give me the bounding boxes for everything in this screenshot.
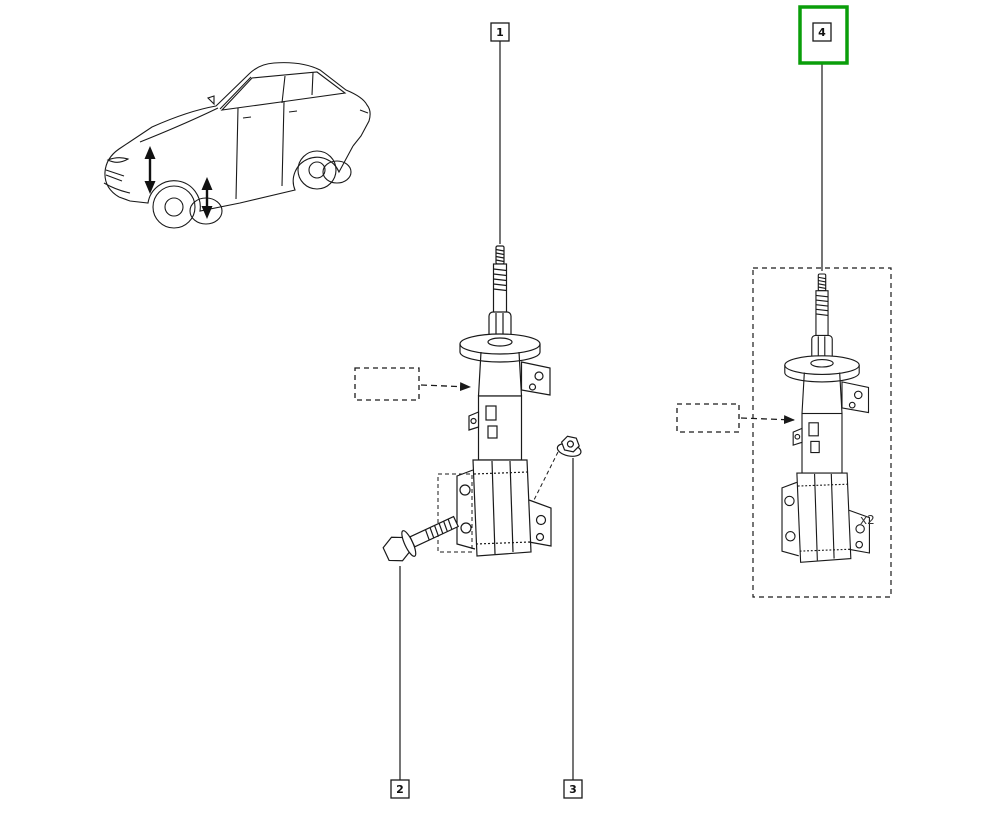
vehicle-thumbnail [103, 62, 371, 229]
suspension-arrow-front-icon [144, 146, 156, 194]
bolt-part [382, 515, 460, 562]
callout-4-box[interactable] [812, 22, 832, 42]
callout-4-highlight-box [798, 5, 849, 65]
front-wheel [152, 185, 196, 229]
dashed-nut-line [533, 451, 559, 501]
car-taillight [359, 109, 369, 114]
car-side-glass [220, 71, 347, 111]
callout-2-label: 2 [396, 783, 404, 796]
callout-4-label: 4 [818, 26, 826, 39]
front-wheel-hub [164, 197, 184, 217]
dashed-ref-box-left [354, 367, 420, 401]
callout-2-box[interactable] [390, 779, 410, 799]
car-mirror [206, 95, 215, 106]
car-pillars [281, 72, 314, 104]
car-grille [105, 169, 125, 182]
dashed-ghost-bracket [437, 473, 473, 553]
callout-2: 2 [390, 566, 410, 799]
car-headlight [106, 157, 130, 163]
car-windshield [219, 76, 252, 110]
rear-wheel [297, 150, 337, 190]
quantity-note: x2 [860, 513, 875, 527]
callout-1-box[interactable] [490, 22, 510, 42]
callout-3-box[interactable] [563, 779, 583, 799]
strut-assembly-center [456, 245, 552, 557]
far-rear-wheel [322, 160, 352, 184]
callout-3-label: 3 [569, 783, 577, 796]
callout-1: 1 [490, 22, 510, 244]
car-bumper [103, 182, 131, 194]
dashed-arrow-right [740, 415, 795, 425]
car-sill-line [118, 145, 354, 212]
dashed-group-box-right [752, 267, 892, 598]
suspension-arrow-door-icon [201, 177, 213, 219]
callout-1-label: 1 [496, 26, 504, 39]
nut-part [556, 435, 582, 457]
dashed-arrow-left [420, 382, 471, 392]
strut-assembly-right [781, 273, 870, 563]
callout-4: 4 [798, 5, 849, 271]
diagram-ink-layer: x2 1 2 3 4 [103, 5, 892, 799]
dashed-ref-box-right [676, 403, 740, 433]
callout-3: 3 [563, 458, 583, 799]
car-door-handles [242, 110, 298, 119]
rear-wheel-hub [308, 161, 326, 179]
car-door-lines [235, 101, 285, 200]
car-hood-crease [139, 107, 219, 143]
car-body-outline [104, 62, 371, 198]
